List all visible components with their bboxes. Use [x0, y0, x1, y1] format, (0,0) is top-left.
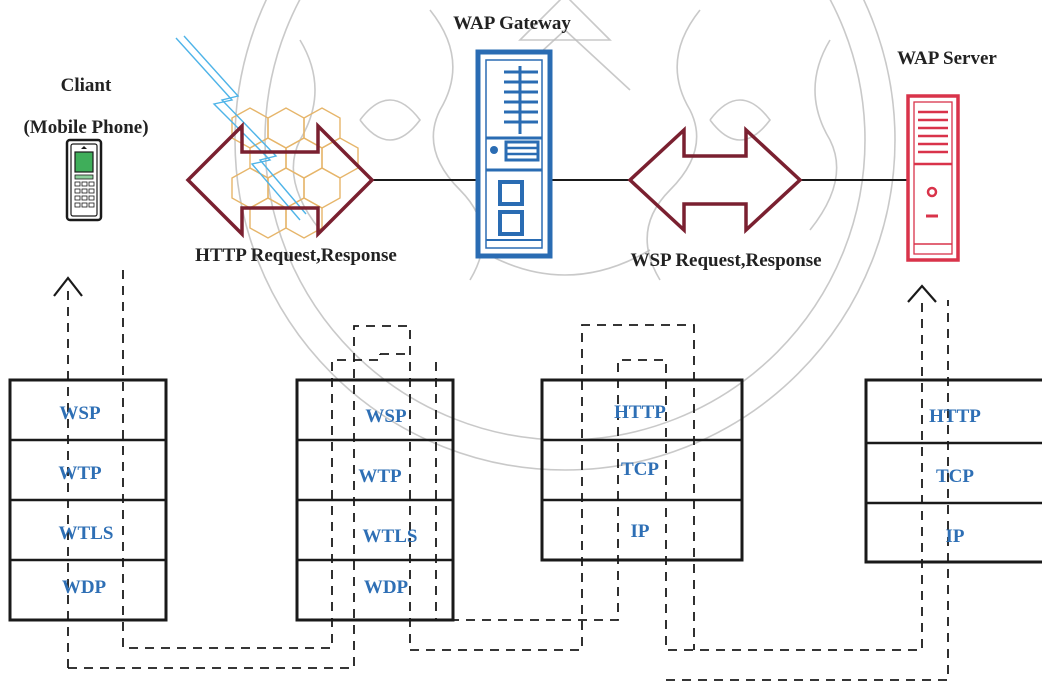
gateway-layer-ip: IP	[631, 521, 650, 542]
client-layer-wtp: WTP	[58, 463, 102, 484]
gateway-layer-wtls: WTLS	[363, 526, 418, 547]
server-layer-ip: IP	[946, 526, 965, 547]
http-double-arrow-icon	[185, 121, 375, 239]
university-seal-watermark	[234, 0, 896, 471]
server-protocol-stack: HTTP TCP IP	[864, 378, 1042, 564]
gateway-layer-wdp: WDP	[364, 577, 409, 598]
server-arrowhead-icon	[907, 284, 937, 303]
client-layer-wtls: WTLS	[59, 523, 114, 544]
dashed-flow-paths	[53, 270, 949, 681]
gateway-label: WAP Gateway	[453, 13, 571, 34]
gateway-layer-tcp: TCP	[621, 459, 659, 480]
mobile-phone-icon	[65, 138, 103, 222]
server-layer-tcp: TCP	[936, 466, 974, 487]
wsp-double-arrow-icon	[627, 125, 803, 235]
server-label: WAP Server	[897, 48, 997, 69]
gateway-tower-icon	[475, 49, 553, 259]
server-tower-icon	[906, 94, 960, 262]
hex-network-icon	[231, 107, 359, 239]
gateway-wap-protocol-stack: WSP WTP WTLS WDP	[295, 378, 455, 622]
http-link-label: HTTP Request,Response	[195, 245, 397, 266]
server-layer-http: HTTP	[929, 406, 981, 427]
client-protocol-stack: WSP WTP WTLS WDP	[8, 378, 168, 622]
client-label: Cliant	[61, 75, 112, 96]
client-sublabel: (Mobile Phone)	[23, 117, 148, 138]
client-layer-wdp: WDP	[62, 577, 107, 598]
client-layer-wsp: WSP	[59, 403, 101, 424]
gateway-web-protocol-stack: HTTP TCP IP	[540, 378, 744, 562]
gateway-layer-wsp: WSP	[365, 406, 407, 427]
wsp-link-label: WSP Request,Response	[630, 250, 821, 271]
gateway-layer-wtp: WTP	[358, 466, 402, 487]
gateway-layer-http: HTTP	[614, 402, 666, 423]
client-arrowhead-icon	[53, 276, 83, 297]
